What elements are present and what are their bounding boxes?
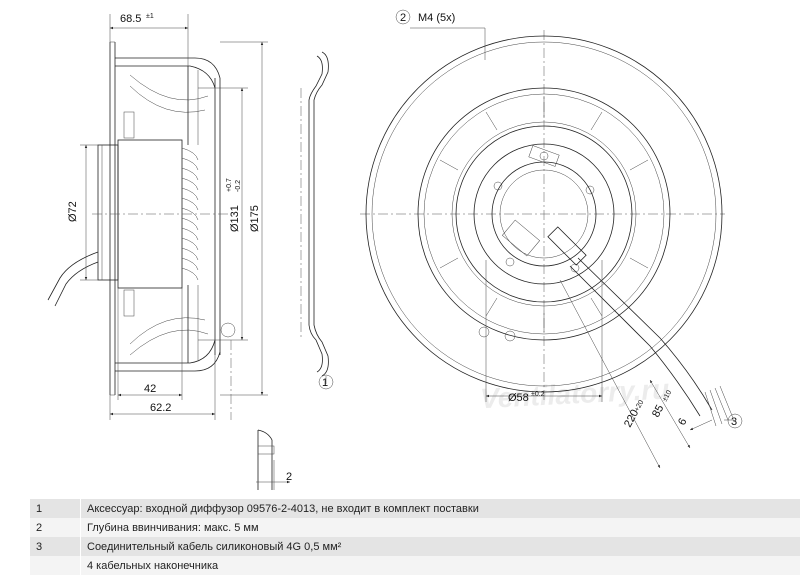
dim-42: 42 <box>118 288 182 400</box>
technical-drawing: Ventilatorry.ru <box>0 0 800 498</box>
note-text: 4 кабельных наконечника <box>81 556 800 575</box>
svg-text:-0.2: -0.2 <box>235 180 242 192</box>
callout-2: 2 <box>400 12 406 24</box>
flange-detail: 2 <box>231 340 292 490</box>
note-row: 3 Соединительный кабель силиконовый 4G 0… <box>30 537 800 556</box>
dim-62-2: 62.2 <box>110 355 215 420</box>
note-number: 1 <box>30 499 81 518</box>
front-view <box>360 30 733 426</box>
svg-text:Ø131: Ø131 <box>229 205 241 232</box>
note-number: 3 <box>30 537 81 556</box>
callout-3: 3 <box>731 416 737 428</box>
notes-table: 1 Аксессуар: входной диффузор 09576-2-40… <box>30 499 800 575</box>
note-text: Аксессуар: входной диффузор 09576-2-4013… <box>81 499 800 518</box>
note-row: 2 Глубина ввинчивания: макс. 5 мм <box>30 518 800 537</box>
m4-label: M4 (5x) <box>418 12 455 24</box>
svg-text:6: 6 <box>676 416 689 427</box>
svg-text:±1: ±1 <box>146 13 154 20</box>
svg-text:85: 85 <box>650 403 666 419</box>
svg-text:42: 42 <box>144 383 156 395</box>
dim-dia175: Ø175 <box>220 42 268 395</box>
svg-text:Ø72: Ø72 <box>67 201 79 222</box>
note-text: Соединительный кабель силиконовый 4G 0,5… <box>81 537 800 556</box>
note-row: 4 кабельных наконечника <box>30 556 800 575</box>
svg-text:±0.2: ±0.2 <box>531 391 545 398</box>
svg-text:+0.7: +0.7 <box>226 178 233 192</box>
dim-dia72: Ø72 <box>67 145 98 280</box>
note-number <box>30 556 81 575</box>
note-number: 2 <box>30 518 81 537</box>
svg-text:62.2: 62.2 <box>150 402 171 414</box>
callout-1: 1 <box>322 377 328 389</box>
inlet-ring-profile: 1 <box>301 52 333 389</box>
note-text: Глубина ввинчивания: макс. 5 мм <box>81 518 800 537</box>
callout-2-group: 2 M4 (5x) <box>396 10 485 60</box>
svg-text:Ø175: Ø175 <box>249 205 261 232</box>
svg-text:2: 2 <box>286 471 292 483</box>
note-row: 1 Аксессуар: входной диффузор 09576-2-40… <box>30 499 800 518</box>
svg-text:Ø58: Ø58 <box>508 392 529 404</box>
svg-text:68.5: 68.5 <box>120 13 141 25</box>
